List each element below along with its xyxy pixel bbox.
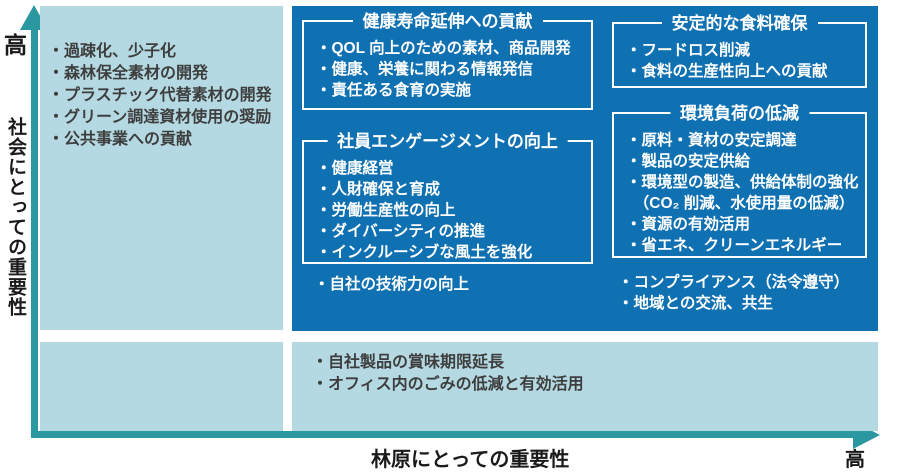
group-box-stable-food-supply: 安定的な食料確保 ・フードロス削減 ・食料の生産性向上への貢献	[612, 12, 867, 88]
loose-item-list-right: ・コンプライアンス（法令遵守） ・地域との交流、共生	[618, 272, 849, 314]
group-box-health-longevity: 健康寿命延伸への貢献 ・QOL 向上のための素材、商品開発 ・健康、栄養に関わる…	[302, 10, 593, 110]
list-item: ・プラスチック代替素材の開発	[48, 87, 272, 104]
list-item: ・森林保全素材の開発	[48, 65, 209, 82]
group-box-environmental-load: 環境負荷の低減 ・原料・資材の安定調達 ・製品の安定供給 ・環境型の製造、供給体…	[612, 102, 867, 258]
x-axis-title: 林原にとっての重要性	[371, 449, 570, 471]
y-axis-title: 社会にとっての重要性	[5, 117, 26, 317]
list-item: ・ダイバーシティの推進	[316, 223, 485, 240]
list-item: ・オフィス内のごみの低減と有効活用	[312, 376, 584, 393]
list-item: ・QOL 向上のための素材、商品開発	[316, 40, 571, 57]
list-item: ・環境型の製造、供給体制の強化	[626, 174, 859, 191]
bottom-band-right: ・自社製品の賞味期限延長 ・オフィス内のごみの低減と有効活用	[292, 342, 878, 431]
quadrant-society-high: ・過疎化、少子化 ・森林保全素材の開発 ・プラスチック代替素材の開発 ・グリーン…	[40, 6, 283, 330]
list-item: ・製品の安定供給	[626, 153, 751, 170]
list-item: ・責任ある食育の実施	[316, 82, 472, 99]
group-item-list: ・フードロス削減 ・食料の生産性向上への貢献	[614, 24, 865, 82]
group-title: 環境負荷の低減	[670, 102, 809, 125]
loose-item-list-middle: ・自社の技術力の向上	[314, 274, 469, 295]
list-item: ・人財確保と育成	[316, 181, 441, 198]
group-title: 安定的な食料確保	[661, 12, 818, 35]
x-axis-high-label: 高	[845, 449, 865, 471]
group-title: 社員エンゲージメントの向上	[327, 130, 568, 153]
y-axis-high-label: 高	[4, 32, 27, 58]
bottom-band-item-list: ・自社製品の賞味期限延長 ・オフィス内のごみの低減と有効活用	[292, 342, 878, 396]
list-item: （CO₂ 削減、水使用量の低減）	[626, 195, 855, 212]
list-item: ・地域との交流、共生	[618, 295, 773, 312]
group-item-list: ・原料・資材の安定調達 ・製品の安定供給 ・環境型の製造、供給体制の強化 （CO…	[614, 114, 865, 256]
list-item: ・インクルーシブな風土を強化	[316, 244, 533, 261]
list-item: ・公共事業への貢献	[48, 131, 193, 148]
group-item-list: ・QOL 向上のための素材、商品開発 ・健康、栄養に関わる情報発信 ・責任ある食…	[304, 22, 591, 101]
x-axis-line	[31, 431, 853, 438]
list-item: ・コンプライアンス（法令遵守）	[618, 274, 850, 291]
list-item: ・健康経営	[316, 160, 394, 177]
group-box-employee-engagement: 社員エンゲージメントの向上 ・健康経営 ・人財確保と育成 ・労働生産性の向上 ・…	[302, 130, 593, 264]
quadrant-both-high: 健康寿命延伸への貢献 ・QOL 向上のための素材、商品開発 ・健康、栄養に関わる…	[292, 6, 878, 331]
list-item: ・自社製品の賞味期限延長	[312, 354, 505, 371]
list-item: ・フードロス削減	[626, 42, 751, 59]
list-item: ・グリーン調達資材使用の奨励	[48, 109, 272, 126]
list-item: ・自社の技術力の向上	[314, 276, 470, 293]
list-item: ・食料の生産性向上への貢献	[626, 63, 828, 80]
group-title: 健康寿命延伸への貢献	[352, 10, 543, 33]
group-item-list: ・健康経営 ・人財確保と育成 ・労働生産性の向上 ・ダイバーシティの推進 ・イン…	[304, 142, 591, 263]
list-item: ・健康、栄養に関わる情報発信	[316, 61, 534, 78]
list-item: ・省エネ、クリーンエネルギー	[626, 237, 843, 254]
society-item-list: ・過疎化、少子化 ・森林保全素材の開発 ・プラスチック代替素材の開発 ・グリーン…	[40, 6, 283, 151]
list-item: ・原料・資材の安定調達	[626, 132, 797, 149]
y-axis-line	[31, 27, 38, 438]
bottom-band-left	[40, 342, 283, 431]
list-item: ・労働生産性の向上	[316, 202, 456, 219]
list-item: ・過疎化、少子化	[48, 43, 177, 60]
list-item: ・資源の有効活用	[626, 216, 751, 233]
